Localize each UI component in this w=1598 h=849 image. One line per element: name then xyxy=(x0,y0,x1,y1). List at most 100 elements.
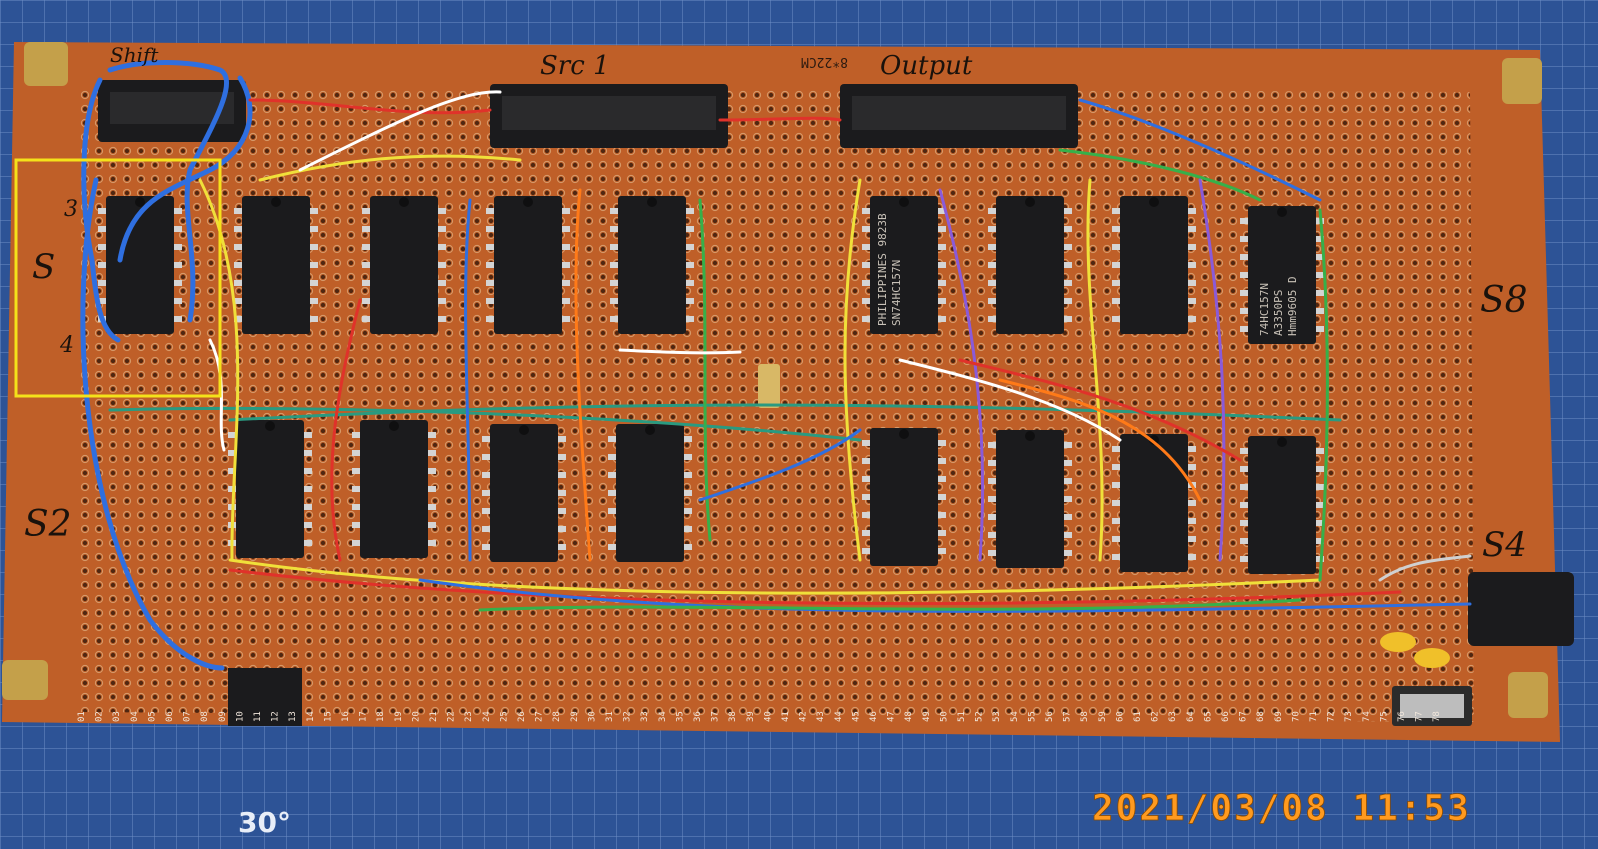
label-s2: S2 xyxy=(24,504,72,545)
column-number: 28 xyxy=(552,711,562,722)
column-number: 76 xyxy=(1397,711,1407,722)
column-number: 60 xyxy=(1115,711,1125,722)
column-number: 27 xyxy=(535,711,545,722)
ic-chip xyxy=(1240,206,1324,344)
column-number: 58 xyxy=(1080,711,1090,722)
column-number: 07 xyxy=(183,711,193,722)
column-number: 18 xyxy=(376,711,386,722)
label-src1: Src 1 xyxy=(540,51,610,81)
ic-chip xyxy=(362,196,446,334)
column-number: 22 xyxy=(447,711,457,722)
ic-chip xyxy=(482,424,566,562)
svg-text:74HC157N: 74HC157N xyxy=(1258,283,1271,336)
column-number: 17 xyxy=(359,711,369,722)
label-s5: S xyxy=(32,247,55,287)
column-number: 51 xyxy=(957,711,967,722)
column-number: 16 xyxy=(341,711,351,722)
column-number: 53 xyxy=(992,711,1002,722)
column-number: 34 xyxy=(658,711,668,722)
standoffs xyxy=(2,42,1548,718)
column-number: 15 xyxy=(323,711,333,722)
column-number: 33 xyxy=(640,711,650,722)
column-number: 71 xyxy=(1309,711,1319,722)
highlight-box xyxy=(14,158,222,398)
column-number: 64 xyxy=(1186,711,1196,722)
column-number: 36 xyxy=(693,711,703,722)
capacitors xyxy=(1380,632,1450,668)
ic-chip xyxy=(234,196,318,334)
ic-chip xyxy=(98,196,182,334)
column-number: 78 xyxy=(1432,711,1442,722)
column-number: 09 xyxy=(218,711,228,722)
column-number: 03 xyxy=(112,711,122,722)
column-number: 26 xyxy=(517,711,527,722)
column-number: 47 xyxy=(887,711,897,722)
ic-chip xyxy=(862,196,946,334)
column-number: 31 xyxy=(605,711,615,722)
column-number: 12 xyxy=(271,711,281,722)
column-number: 41 xyxy=(781,711,791,722)
column-number: 02 xyxy=(95,711,105,722)
column-number: 49 xyxy=(922,711,932,722)
ic-chip xyxy=(608,424,692,562)
ic-chip xyxy=(1240,436,1324,574)
column-number: 62 xyxy=(1151,711,1161,722)
svg-text:Hmm9605 D: Hmm9605 D xyxy=(1286,276,1299,336)
column-number: 48 xyxy=(904,711,914,722)
column-number: 21 xyxy=(429,711,439,722)
column-number: 55 xyxy=(1027,711,1037,722)
column-number: 38 xyxy=(728,711,738,722)
column-number: 69 xyxy=(1274,711,1284,722)
column-number: 13 xyxy=(288,711,298,722)
column-number: 14 xyxy=(306,711,316,722)
column-number: 05 xyxy=(147,711,157,722)
ic-chip xyxy=(610,196,694,334)
column-number: 54 xyxy=(1010,711,1020,722)
column-number: 19 xyxy=(394,711,404,722)
label-s8: S8 xyxy=(1480,280,1528,321)
ic-chip xyxy=(1112,196,1196,334)
column-number: 32 xyxy=(623,711,633,722)
ic-chip xyxy=(352,420,436,558)
board-silkscreen: 8*22CM xyxy=(801,54,848,69)
jumper-wires xyxy=(80,60,1472,671)
ic-chip xyxy=(988,430,1072,568)
svg-text:SN74HC157N: SN74HC157N xyxy=(890,260,903,326)
svg-text:PHILIPPINES 9823B: PHILIPPINES 9823B xyxy=(876,213,889,326)
ic-chip xyxy=(988,196,1072,334)
label-output: Output xyxy=(880,51,973,81)
mat-angle-label: 30° xyxy=(238,806,291,839)
power-jack xyxy=(1468,572,1574,646)
label-s4: S4 xyxy=(1482,525,1527,565)
column-number: 72 xyxy=(1327,711,1337,722)
column-number: 63 xyxy=(1168,711,1178,722)
column-number: 23 xyxy=(464,711,474,722)
column-number: 25 xyxy=(499,711,509,722)
column-number: 45 xyxy=(851,711,861,722)
column-number: 66 xyxy=(1221,711,1231,722)
ic-chip xyxy=(1112,434,1196,572)
column-number: 40 xyxy=(763,711,773,722)
column-number: 37 xyxy=(711,711,721,722)
column-number: 06 xyxy=(165,711,175,722)
label-4: 4 xyxy=(59,333,74,358)
column-number: 10 xyxy=(235,711,245,722)
column-number: 11 xyxy=(253,711,263,722)
column-number: 04 xyxy=(130,711,140,722)
column-number: 73 xyxy=(1344,711,1354,722)
column-number: 77 xyxy=(1415,711,1425,722)
column-number: 42 xyxy=(799,711,809,722)
column-number: 43 xyxy=(816,711,826,722)
svg-text:A3350PS: A3350PS xyxy=(1272,290,1285,336)
column-number: 52 xyxy=(975,711,985,722)
headers xyxy=(98,80,1574,726)
column-number: 70 xyxy=(1291,711,1301,722)
ic-chip xyxy=(228,420,312,558)
column-number: 35 xyxy=(675,711,685,722)
column-number: 57 xyxy=(1063,711,1073,722)
column-number: 01 xyxy=(77,711,87,722)
